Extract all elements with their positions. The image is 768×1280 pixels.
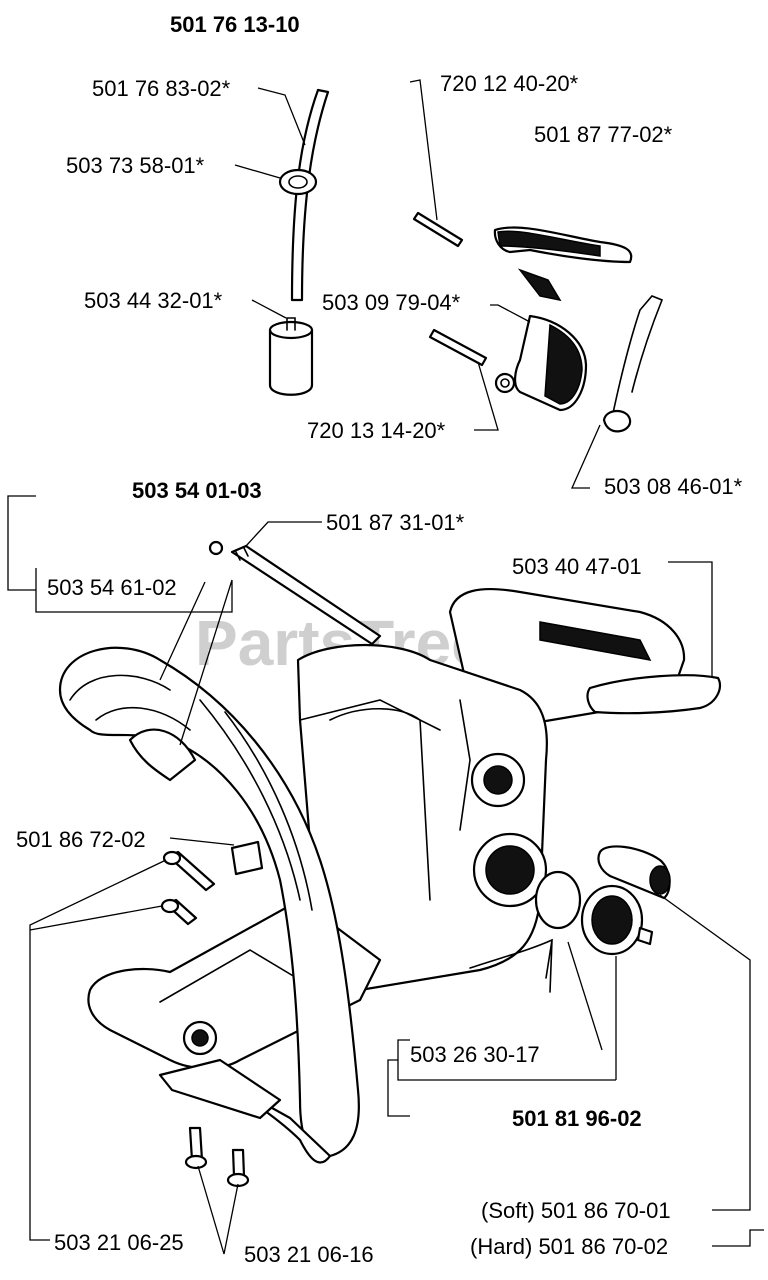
fuel-filter-drawing <box>268 317 314 396</box>
oil-cap-drawing <box>597 845 671 900</box>
part-label-p8: 503 08 46-01* <box>604 474 743 499</box>
part-label-p1: 501 76 83-02* <box>92 76 231 101</box>
lockout-spring-drawing <box>602 295 664 433</box>
part-label-p2: 503 73 58-01* <box>66 153 205 178</box>
group-label-chain-catcher: 501 81 96-02 <box>512 1106 642 1131</box>
part-label-p11: 503 40 47-01 <box>512 554 642 579</box>
part-label-p16: 503 21 06-25 <box>54 1230 184 1255</box>
front-handle-drawing <box>58 646 360 1164</box>
group-label-handle: 503 54 01-03 <box>132 478 262 503</box>
part-label-p7: 720 13 14-20* <box>307 418 446 443</box>
fuel-hose-drawing <box>278 88 330 302</box>
throttle-lockout-drawing <box>494 314 588 412</box>
part-label-p13: 503 26 30-17 <box>410 1042 540 1067</box>
screws-drawing <box>160 850 250 1188</box>
part-label-p17: 503 21 06-16 <box>244 1242 374 1267</box>
chain-catcher-drawing <box>158 1058 282 1120</box>
fuel-cap-drawing <box>469 870 654 993</box>
part-label-p10: 503 54 61-02 <box>47 575 177 600</box>
part-label-p14: (Soft) 501 86 70-01 <box>481 1198 671 1223</box>
group-label-fuel: 501 76 13-10 <box>170 12 300 37</box>
throttle-trigger-drawing <box>493 226 633 302</box>
part-label-p5: 501 87 77-02* <box>534 122 673 147</box>
part-label-p3: 503 44 32-01* <box>84 288 223 313</box>
trigger-pin-drawing <box>412 211 464 248</box>
bracket-drawing <box>230 840 264 876</box>
part-label-p4: 720 12 40-20* <box>440 71 579 96</box>
part-label-p9: 501 87 31-01* <box>326 510 465 535</box>
lockout-pin-drawing <box>428 328 488 367</box>
part-label-p6: 503 09 79-04* <box>322 290 461 315</box>
leader-lines <box>7 79 764 1255</box>
part-label-p15: (Hard) 501 86 70-02 <box>470 1234 668 1259</box>
chainsaw-housing-drawing <box>87 587 722 1070</box>
part-label-p12: 501 86 72-02 <box>16 827 146 852</box>
bar-bolt-drawing <box>208 540 382 646</box>
